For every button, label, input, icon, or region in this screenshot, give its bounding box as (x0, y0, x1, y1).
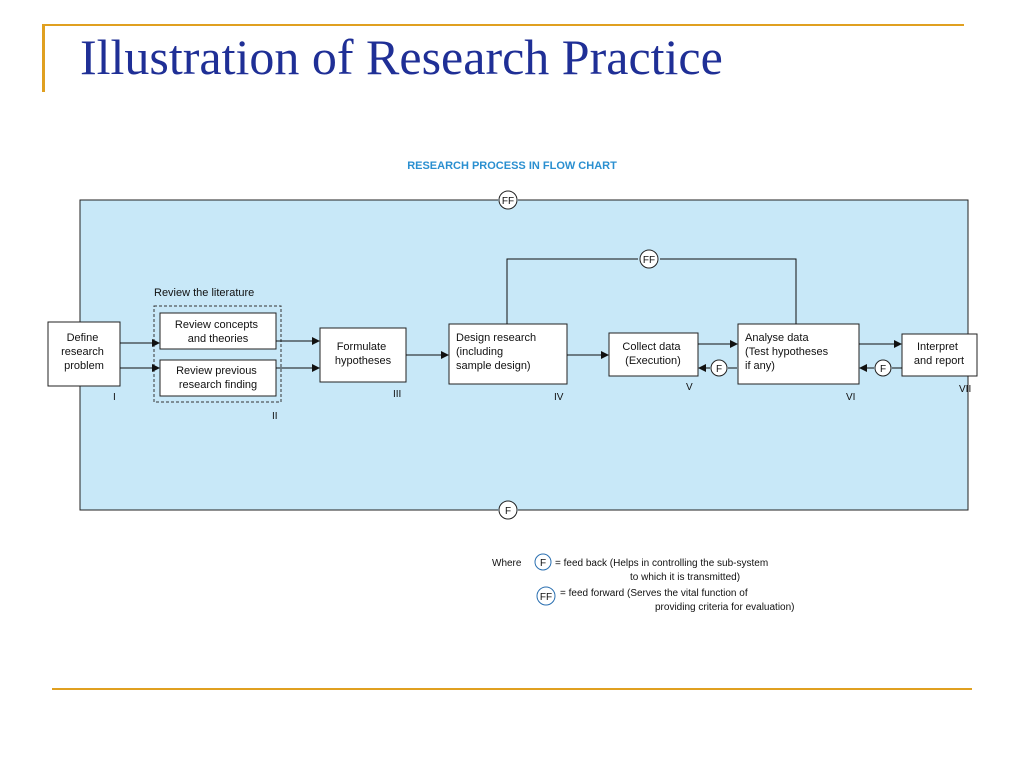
stage-label-iii: III (393, 389, 401, 400)
svg-text:Design research (includi: Design research (including sample design… (456, 332, 539, 372)
stage-label-v: V (686, 382, 693, 393)
top-accent-line (42, 24, 964, 26)
stage-label-vi: VI (846, 392, 855, 403)
title-accent-bar (42, 26, 45, 92)
legend-ff-symbol: FF (536, 586, 556, 606)
svg-text:FF: FF (502, 196, 514, 207)
svg-text:Collect data (Execution): Collect data (Execution) (622, 341, 683, 367)
svg-text:FF: FF (643, 255, 655, 266)
node-review-concepts: Review concepts and theories (159, 312, 277, 350)
stage-label-vii: VII (959, 384, 971, 395)
svg-text:F: F (540, 558, 546, 569)
literature-group (153, 305, 282, 403)
fb-marker-bottom: F (498, 500, 518, 520)
svg-text:Review concepts and theo: Review concepts and theories (175, 319, 261, 345)
node-define: Define research problem (47, 321, 121, 387)
svg-text:FF: FF (540, 592, 552, 603)
svg-text:F: F (880, 364, 886, 375)
stage-label-i: I (113, 392, 116, 403)
node-review-previous: Review previous research finding (159, 359, 277, 397)
bottom-accent-line (52, 688, 972, 690)
legend: Where F = feed back (Helps in controllin… (492, 553, 795, 613)
node-interpret-report: Interpret and report (901, 333, 978, 377)
svg-text:Define research pr: Define research problem (61, 332, 107, 372)
legend-feedforward-text: = feed forward (Serves the vital functio… (560, 588, 795, 613)
svg-text:Review previous research: Review previous research finding (176, 365, 260, 391)
node-analyse-data: Analyse data (Test hypotheses if any) (737, 323, 860, 385)
fb-marker-analyse: F (874, 359, 892, 377)
fb-marker-collect: F (710, 359, 728, 377)
node-design-research: Design research (including sample design… (448, 323, 568, 385)
literature-group-label: Review the literature (154, 287, 254, 299)
ff-marker-top: FF (498, 190, 518, 210)
node-collect-data: Collect data (Execution) (608, 332, 699, 377)
legend-feedback-text: = feed back (Helps in controlling the su… (555, 558, 771, 583)
stage-label-iv: IV (554, 392, 564, 403)
svg-text:F: F (716, 364, 722, 375)
svg-text:Analyse data (Test hypot: Analyse data (Test hypotheses if any) (745, 332, 831, 372)
legend-fb-symbol: F (534, 553, 552, 571)
svg-text:Where: Where (492, 558, 522, 569)
stage-label-ii: II (272, 411, 278, 422)
chart-title: RESEARCH PROCESS IN FLOW CHART (407, 160, 617, 172)
ff-marker-loop: FF (639, 249, 659, 269)
svg-text:Interpret and report: Interpret and report (914, 341, 964, 367)
svg-text:F: F (505, 506, 511, 517)
svg-text:Formulate hypotheses: Formulate hypotheses (335, 341, 392, 367)
slide-title: Illustration of Research Practice (80, 29, 723, 85)
node-formulate-hypotheses: Formulate hypotheses (319, 327, 407, 383)
